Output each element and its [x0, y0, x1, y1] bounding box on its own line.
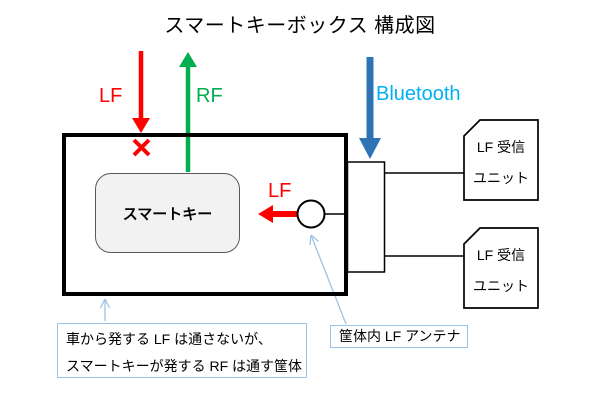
lf-inner-label: LF [268, 180, 292, 202]
rf-up-label: RF [196, 85, 223, 107]
antenna-callout-label: 筐体内 LF アンテナ [339, 328, 461, 344]
lf-down-label: LF [99, 85, 123, 107]
lf-unit-box-1 [463, 119, 539, 201]
rf-up-arrow [179, 52, 197, 172]
lf-unit-box-2 [463, 227, 539, 309]
lf-inner-arrow [258, 205, 297, 223]
blocked-x-icon [132, 138, 151, 157]
connector-box [346, 161, 386, 273]
antenna-callout-arrow [309, 234, 347, 325]
lf-down-arrow [132, 51, 150, 133]
enclosure-note-callout: 車から発する LF は通さないが、 スマートキーが発する RF は通す筐体 [57, 323, 307, 378]
page-title: スマートキーボックス 構成図 [164, 15, 436, 37]
lf-unit-1-line-1: LF 受信 [476, 139, 526, 155]
antenna-callout: 筐体内 LF アンテナ [330, 325, 468, 348]
antenna-circle [296, 199, 326, 229]
enclosure-note-callout-arrow [99, 298, 111, 321]
lf-unit-1-line-2: ユニット [473, 170, 529, 186]
smart-key-box: スマートキー [95, 173, 240, 253]
lf-unit-2-line-2: ユニット [473, 278, 529, 294]
lf-unit-2-line-1: LF 受信 [476, 247, 526, 263]
enclosure-note-line-1: 車から発する LF は通さないが、 [66, 331, 272, 347]
bluetooth-label: Bluetooth [376, 83, 461, 105]
enclosure-box [62, 133, 348, 296]
enclosure-note-line-2: スマートキーが発する RF は通す筐体 [66, 358, 303, 374]
smart-key-label: スマートキー [122, 205, 213, 223]
bluetooth-arrow [359, 57, 381, 159]
